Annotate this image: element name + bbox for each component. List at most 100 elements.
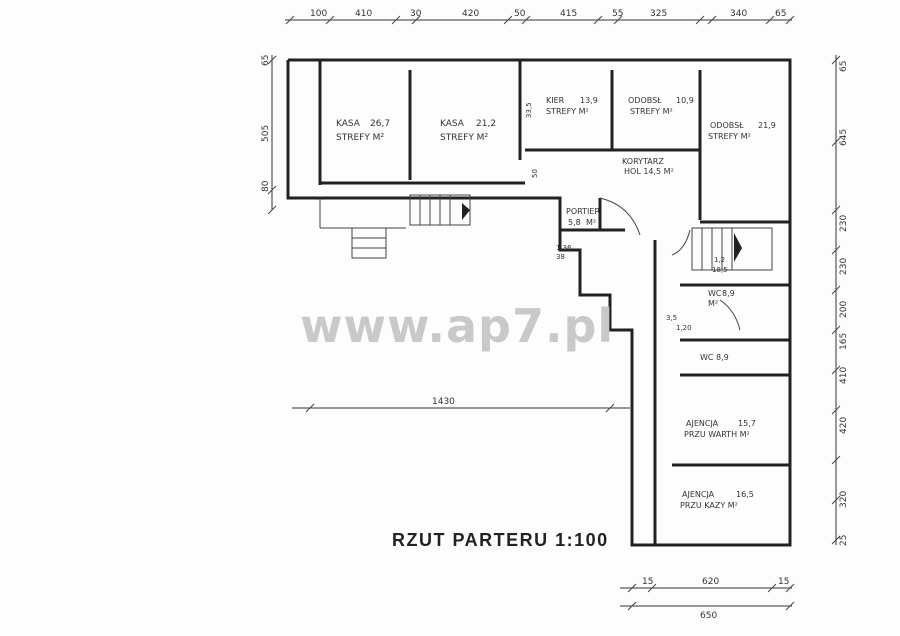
dimension-tick: [707, 15, 717, 25]
top-dimension-label: 420: [462, 9, 479, 19]
room-label-ajencja-1: AJENCJA: [686, 419, 719, 428]
dimension-tick: [411, 15, 421, 25]
dimension-tick: [831, 325, 841, 335]
watermark: www.ap7.pl: [300, 299, 615, 353]
top-dimension-label: 50: [514, 9, 526, 19]
top-dimension-label: 55: [612, 9, 623, 19]
misc-label: 38: [556, 253, 565, 261]
bottom-dimension-label: 650: [700, 611, 717, 621]
plan-title: RZUT PARTERU 1:100: [392, 530, 609, 550]
dimension-tick: [627, 583, 637, 593]
room-sub-kasa-1: STREFY M²: [336, 133, 384, 143]
dimension-tick: [605, 403, 615, 413]
dimension-tick: [831, 495, 841, 505]
top-dimension-label: 30: [410, 9, 422, 19]
dimension-tick: [831, 365, 841, 375]
dimension-tick: [831, 535, 841, 545]
room-area-ajencja-2: 16,5: [736, 490, 754, 499]
room-sub-korytarz: HOL 14,5 M²: [624, 167, 674, 176]
bottom-dimension-label: 15: [642, 577, 653, 587]
misc-label: 1,2: [714, 256, 725, 264]
dimension-tick: [831, 285, 841, 295]
dimension-tick: [503, 15, 513, 25]
misc-label: 18,5: [712, 266, 728, 274]
left-dimension-label: 65: [261, 55, 271, 66]
top-dimension-label: 325: [650, 9, 667, 19]
bottom-dimension-label: 620: [702, 577, 719, 587]
room-area-wc-1: 8,9: [722, 289, 735, 298]
dimension-tick: [831, 205, 841, 215]
dimension-tick: [695, 15, 705, 25]
misc-label: 3,5: [666, 314, 677, 322]
misc-label: 1,20: [676, 324, 692, 332]
room-sub-ajencja-1: PRZU WARTH M²: [684, 430, 750, 439]
room-label-ajencja-2: AJENCJA: [682, 490, 715, 499]
right-dimension-label: 230: [839, 215, 849, 232]
dimension-tick: [785, 583, 795, 593]
top-dimension-label: 340: [730, 9, 747, 19]
right-dimension-label: 25: [839, 535, 849, 546]
dimension-tick: [305, 403, 315, 413]
room-label-korytarz: KORYTARZ: [622, 157, 664, 166]
room-label-portier: PORTIER: [566, 207, 600, 216]
top-dimension-label: 410: [355, 9, 372, 19]
stair-arrow: [734, 233, 742, 262]
right-dimension-label: 165: [839, 333, 849, 350]
dimension-tick: [831, 137, 841, 147]
right-dimension-label: 420: [839, 417, 849, 434]
dimension-tick: [267, 55, 277, 65]
dimension-tick: [785, 15, 795, 25]
dimension-tick: [391, 15, 401, 25]
left-dimension-label: 80: [261, 180, 271, 192]
dimension-tick: [613, 15, 623, 25]
top-dimension-label: 100: [310, 9, 327, 19]
bottom-dimension-label: 15: [778, 577, 789, 587]
right-dimension-label: 200: [839, 301, 849, 318]
dimension-tick: [831, 455, 841, 465]
room-label-kier: KIER: [546, 96, 565, 105]
dimension-tick: [325, 15, 335, 25]
door-swing: [671, 229, 691, 256]
dimension-tick: [285, 15, 295, 25]
outer-wall: [286, 58, 792, 547]
right-dimension-label: 320: [839, 491, 849, 508]
room-area-ajencja-1: 15,7: [738, 419, 756, 428]
door-swing: [599, 197, 641, 236]
room-label-odobsl-1: ODOBSŁ: [628, 96, 662, 105]
right-dimension-label: 230: [839, 258, 849, 275]
room-area-portier: 5,8: [568, 218, 581, 227]
right-dimension-label: 65: [839, 61, 849, 72]
dimension-tick: [593, 15, 603, 25]
room-sub-wc-1: M²: [708, 299, 718, 308]
dimension-tick: [627, 601, 637, 611]
room-label-wc-1: WC: [708, 289, 722, 298]
dimension-tick: [831, 245, 841, 255]
dimension-tick: [785, 601, 795, 611]
dimension-tick: [831, 405, 841, 415]
dimension-tick: [767, 583, 777, 593]
room-label-kasa-2: KASA: [440, 119, 465, 129]
entrance-steps: [351, 227, 387, 259]
dimension-tick: [831, 55, 841, 65]
room-sub-portier: M²: [586, 218, 596, 227]
room-area-kier: 13,9: [580, 96, 598, 105]
door-swing: [719, 299, 741, 331]
middle-dimension-label: 1430: [432, 397, 455, 407]
room-sub-ajencja-2: PRZU KAZY M²: [680, 501, 738, 510]
room-sub-kasa-2: STREFY M²: [440, 133, 488, 143]
top-dimension-label: 415: [560, 9, 577, 19]
misc-label: 1,36: [556, 244, 572, 252]
room-sub-odobsl-2: STREFY M²: [708, 132, 751, 141]
stair-arrow: [462, 203, 470, 220]
misc-label: 33,5: [525, 102, 533, 118]
right-dimension-label: 410: [839, 367, 849, 384]
room-area-odobsl-2: 21,9: [758, 121, 776, 130]
left-dimension-label: 505: [261, 125, 271, 142]
room-area-odobsl-1: 10,9: [676, 96, 694, 105]
room-sub-odobsl-1: STREFY M²: [630, 107, 673, 116]
walls: [286, 58, 792, 547]
dimension-tick: [521, 15, 531, 25]
right-dimension-label: 645: [839, 129, 849, 146]
room-label-kasa-1: KASA: [336, 119, 361, 129]
